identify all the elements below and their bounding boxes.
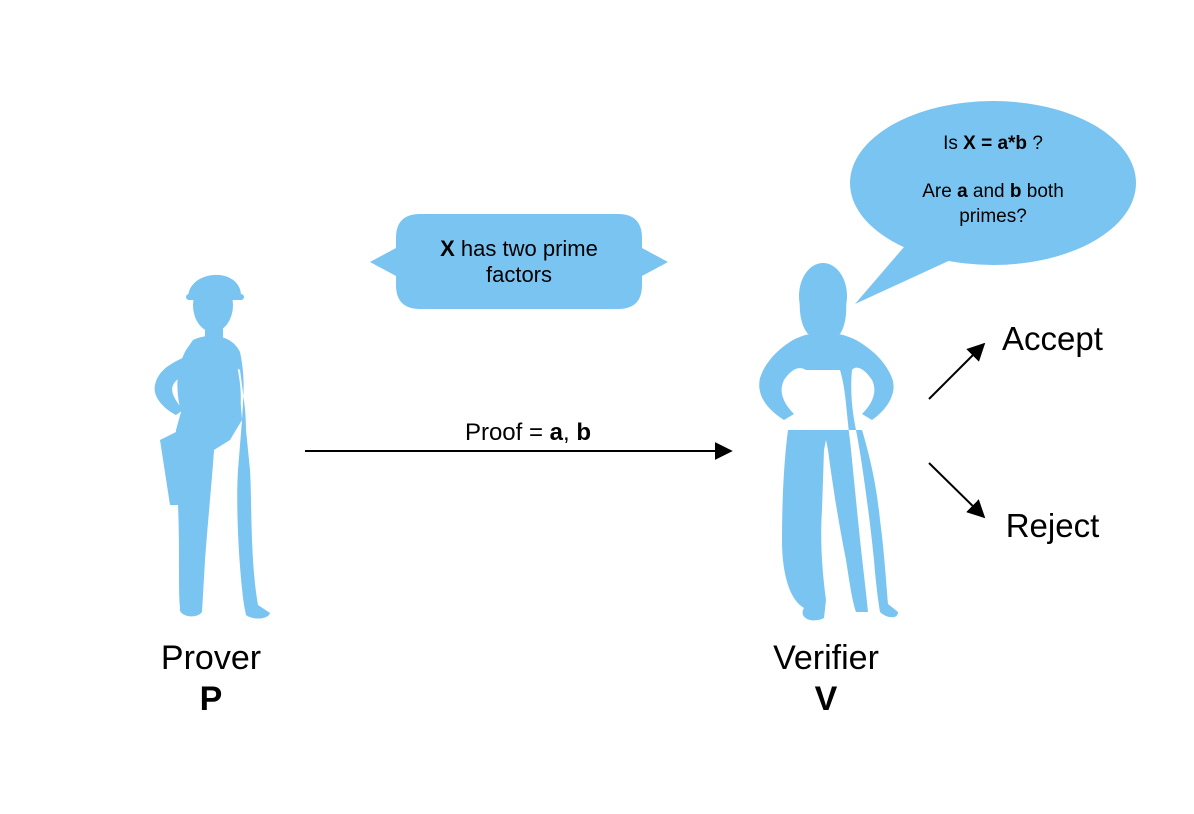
q2-mid: and: [967, 181, 1010, 202]
question-thought-bubble: [850, 101, 1136, 304]
q2-a: a: [957, 181, 968, 202]
proof-prefix: Proof =: [464, 419, 550, 446]
verifier-silhouette-icon: [759, 263, 898, 621]
question-2: Are a and b both primes?: [860, 179, 1126, 229]
verifier-symbol: V: [814, 680, 838, 718]
q2-suffix: both: [1021, 181, 1064, 202]
q1-equation: X = a*b: [963, 133, 1028, 154]
prover-symbol: P: [199, 680, 223, 718]
verifier-name: Verifier: [773, 639, 879, 677]
claim-text: X has two prime factors: [396, 236, 642, 288]
prover-silhouette-icon: [154, 274, 270, 619]
accept-arrow: [928, 342, 986, 400]
proof-sep: ,: [563, 419, 577, 446]
q1-suffix: ?: [1027, 133, 1043, 154]
proof-b: b: [576, 419, 592, 446]
claim-text-line1: has two prime: [454, 236, 598, 261]
claim-speech-bubble: [370, 214, 668, 309]
proof-a: a: [549, 419, 564, 446]
q2-b: b: [1009, 181, 1022, 202]
q2-line2: primes?: [959, 206, 1027, 227]
prover-name: Prover: [160, 639, 262, 677]
reject-arrow: [928, 462, 986, 519]
question-1: Is X = a*b ?: [860, 131, 1126, 157]
proof-label: Proof = a, b: [418, 418, 638, 448]
claim-variable: X: [440, 236, 455, 261]
q1-prefix: Is: [943, 133, 964, 154]
accept-label: Accept: [1002, 320, 1103, 357]
q2-prefix: Are: [922, 181, 958, 202]
claim-text-line2: factors: [485, 262, 553, 287]
reject-label: Reject: [1005, 507, 1100, 544]
